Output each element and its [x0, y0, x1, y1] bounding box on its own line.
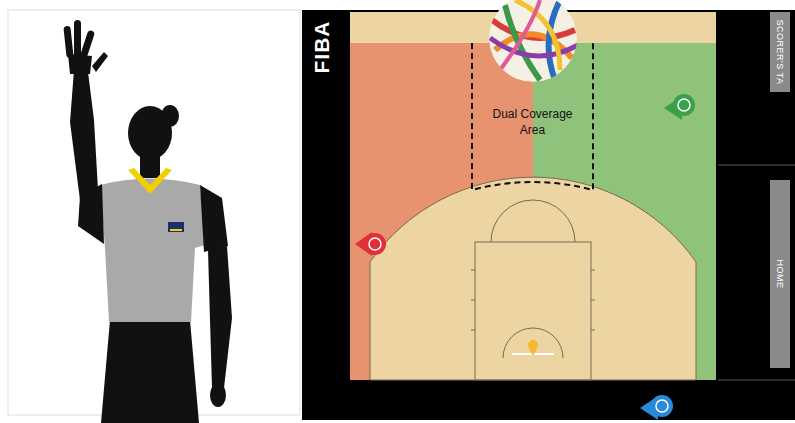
three-point-area — [370, 177, 696, 380]
fiba-ball-logo — [489, 0, 578, 82]
center-referee-marker — [640, 395, 673, 420]
basket-marker — [528, 340, 538, 356]
referee-silhouette — [63, 20, 232, 423]
area-label: Dual Coverage Area — [487, 106, 579, 138]
fiba-wordmark: FIBA — [309, 21, 333, 74]
trail-referee-marker — [664, 94, 695, 120]
table-label: SCORER'S TA — [775, 20, 785, 85]
court-lines — [471, 200, 595, 380]
table-dividers — [718, 165, 795, 380]
coverage-area-box: Dual Coverage Area — [474, 44, 591, 184]
scorer-table-bar: SCORER'S TA — [770, 12, 790, 92]
table-label: HOME — [775, 260, 785, 289]
home-bench-bar: HOME — [770, 180, 790, 368]
lead-referee-marker — [355, 232, 386, 256]
